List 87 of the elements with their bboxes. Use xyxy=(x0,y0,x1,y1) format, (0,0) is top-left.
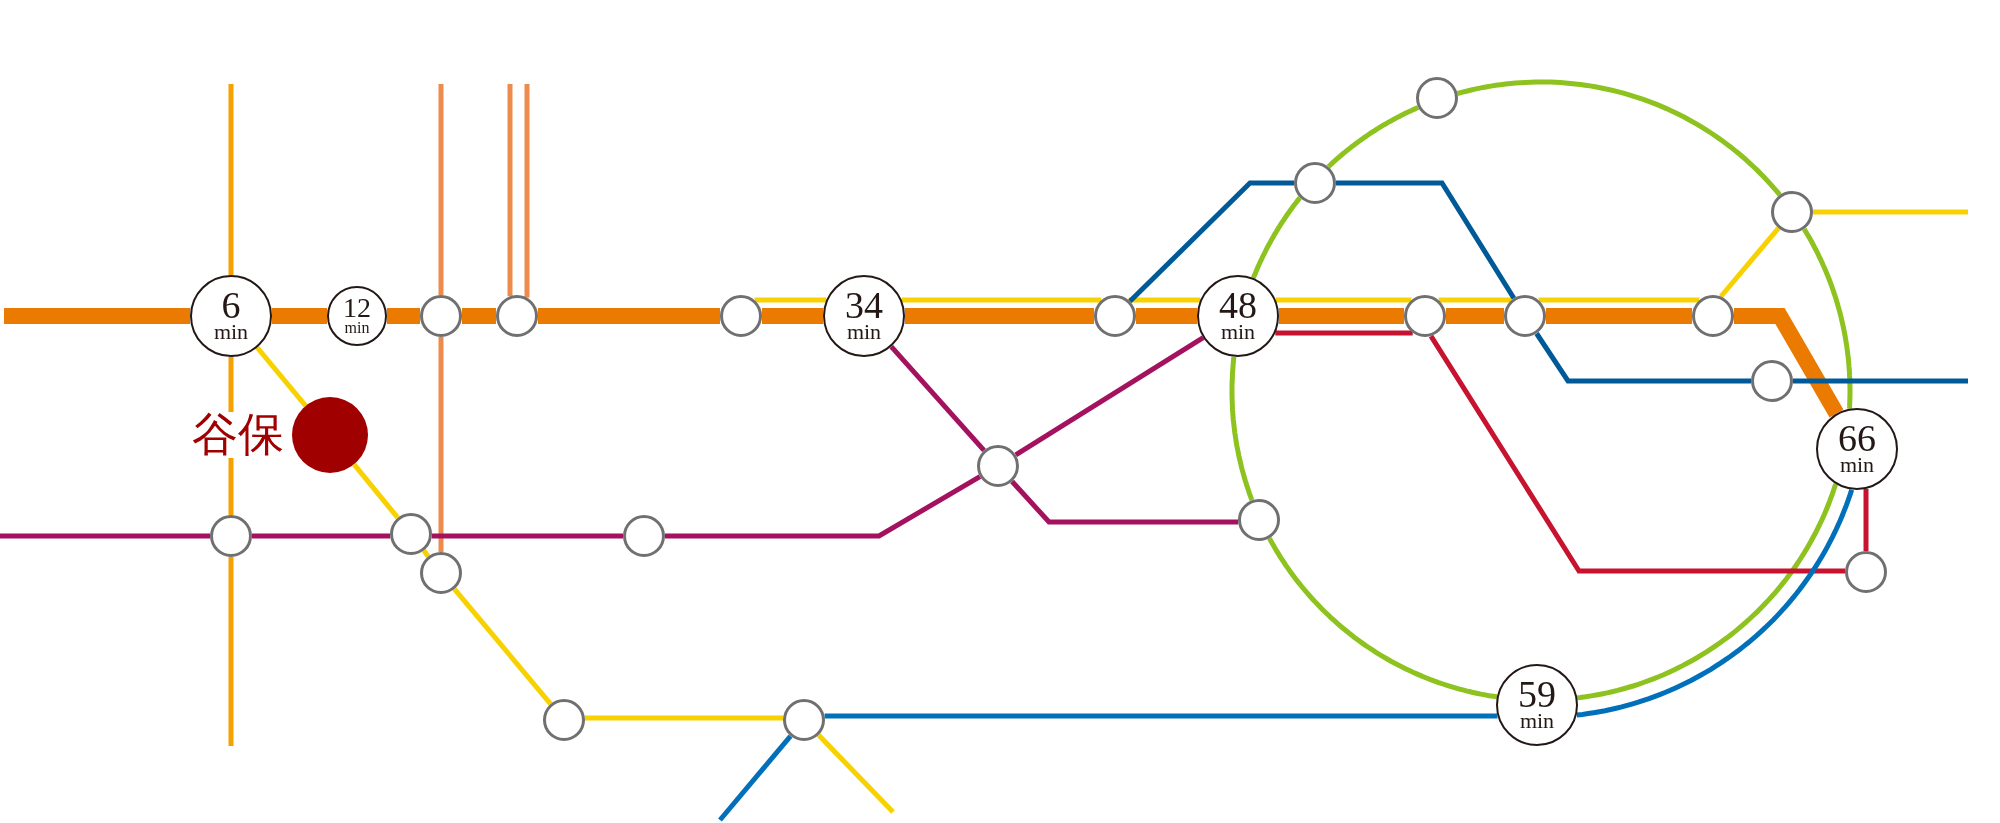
rail-line xyxy=(824,713,1498,719)
rail-line xyxy=(1546,308,1692,324)
time-unit: min xyxy=(846,322,882,342)
station-marker xyxy=(623,515,665,557)
travel-time: 12 xyxy=(343,296,371,320)
time-unit: min xyxy=(213,322,249,342)
station-marker xyxy=(390,513,432,555)
rail-line xyxy=(1279,308,1404,324)
rail-line xyxy=(228,557,234,746)
station-marker xyxy=(1416,77,1458,119)
station-marker xyxy=(496,295,538,337)
station-marker xyxy=(977,445,1019,487)
rail-line xyxy=(1267,536,1498,700)
station-marker xyxy=(1771,191,1813,233)
rail-line xyxy=(1251,195,1303,279)
rail-line xyxy=(431,533,623,539)
rail-line xyxy=(889,344,986,452)
rail-line xyxy=(1534,332,1751,384)
rail-line xyxy=(1793,378,1968,384)
travel-time: 66 xyxy=(1838,423,1876,455)
rail-line xyxy=(462,308,496,324)
travel-time: 59 xyxy=(1518,679,1556,711)
time-unit: min xyxy=(1220,322,1256,342)
rail-line xyxy=(1446,308,1504,324)
travel-time: 34 xyxy=(845,290,883,322)
rail-line xyxy=(901,297,1102,303)
rail-line xyxy=(816,733,895,814)
rail-line xyxy=(1438,297,1512,303)
rail-line xyxy=(584,715,784,721)
rail-line xyxy=(0,533,210,539)
time-unit: min xyxy=(344,320,370,336)
rail-line xyxy=(1128,180,1294,304)
rail-line xyxy=(1577,483,1839,701)
travel-time-marker xyxy=(327,286,387,346)
station-marker xyxy=(1238,499,1280,541)
station-marker xyxy=(1845,551,1887,593)
station-marker xyxy=(1294,162,1336,204)
rail-line xyxy=(1802,227,1853,410)
rail-line xyxy=(1538,297,1700,303)
time-unit: min xyxy=(1839,455,1875,475)
travel-time: 6 xyxy=(221,290,241,322)
station-marker xyxy=(1751,360,1793,402)
rail-line xyxy=(1275,297,1412,303)
rail-line xyxy=(538,308,720,324)
rail-line xyxy=(754,297,827,303)
rail-line xyxy=(255,345,308,408)
station-marker xyxy=(1692,295,1734,337)
rail-line xyxy=(438,84,444,295)
rail-line xyxy=(1456,79,1782,197)
rail-line xyxy=(438,337,444,552)
rail-line xyxy=(1863,489,1869,551)
rail-line xyxy=(4,308,190,324)
rail-line xyxy=(1014,335,1205,458)
station-marker xyxy=(543,699,585,741)
time-unit: min xyxy=(1519,711,1555,731)
station-name: 谷保 xyxy=(190,412,286,458)
rail-line xyxy=(1813,209,1968,215)
travel-time: 48 xyxy=(1219,290,1257,322)
rail-line xyxy=(1275,330,1413,336)
station-marker xyxy=(783,699,825,741)
rail-line xyxy=(1136,308,1197,324)
rail-line xyxy=(524,84,530,298)
rail-line xyxy=(905,308,1094,324)
rail-line xyxy=(718,734,793,822)
station-marker xyxy=(1094,295,1136,337)
rail-line xyxy=(1428,334,1845,574)
rail-line xyxy=(272,308,327,324)
rail-line xyxy=(762,308,823,324)
rail-line xyxy=(665,474,982,539)
rail-line xyxy=(1734,308,1844,418)
station-marker xyxy=(210,515,252,557)
rail-line xyxy=(1719,226,1781,299)
rail-line xyxy=(1010,479,1239,525)
rail-line xyxy=(507,84,513,297)
rail-line xyxy=(452,587,553,706)
rail-line xyxy=(1326,105,1420,169)
rail-line xyxy=(1229,355,1255,502)
station-marker xyxy=(1404,295,1446,337)
station-marker xyxy=(420,552,462,594)
rail-line xyxy=(252,533,391,539)
rail-line xyxy=(352,462,400,520)
station-marker xyxy=(1504,295,1546,337)
rail-line xyxy=(1336,180,1517,300)
station-marker xyxy=(420,295,462,337)
rail-line xyxy=(387,308,420,324)
rail-line xyxy=(228,84,234,275)
station-marker xyxy=(720,295,762,337)
